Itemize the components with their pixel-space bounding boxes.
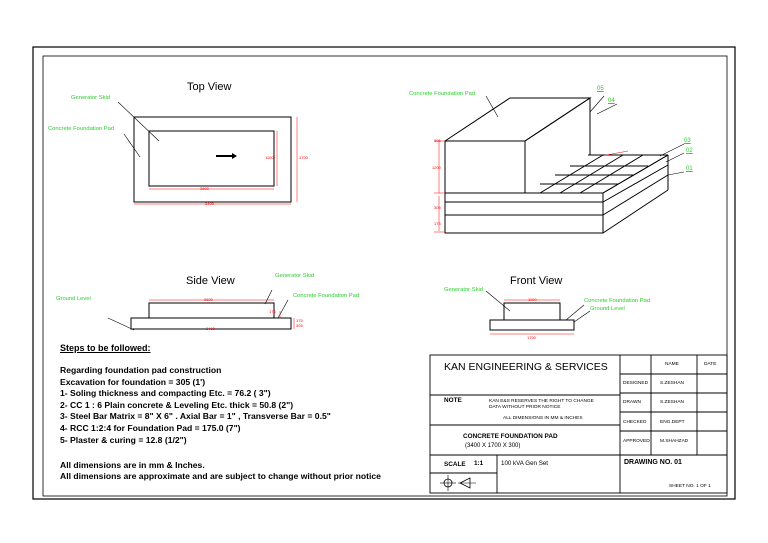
date-header: DATE (704, 362, 717, 367)
name-checked: ENG.DEPT (660, 420, 685, 425)
company-name: KAN ENGINEERING & SERVICES (444, 361, 608, 373)
inner-border (42, 55, 728, 497)
sheet-number: SHEET NO. 1 OF 1 (669, 484, 711, 489)
step-line: 5- Plaster & curing = 12.8 (1/2") (60, 434, 187, 445)
dim-top-inner-width: 2600 (200, 186, 209, 191)
dim-top-height: 1700 (299, 155, 308, 160)
label-concrete-pad-front: Concrete Foundation Pad (584, 298, 651, 304)
label-generator-skid-side: Generator Skid (275, 273, 314, 279)
project-name: 100 kVA Gen Set (501, 460, 549, 467)
scale-value: 1:1 (474, 460, 484, 467)
scale-label: SCALE (444, 461, 466, 468)
side-view-title: Side View (186, 275, 235, 287)
dim-iso-b: 1200 (432, 165, 441, 170)
dim-side-mid: 175 (269, 309, 276, 314)
footer-line: All dimensions are in mm & Inches. (60, 460, 205, 470)
iso-callout-04: 04 (608, 98, 615, 104)
dim-top-width: 3400 (205, 201, 214, 206)
title-block-frame (429, 354, 728, 494)
note-line-2: DATA WITHOUT PRIOR NOTICE (489, 405, 561, 410)
dim-front-top: 1100 (528, 297, 537, 302)
dim-iso-c: 305 (434, 205, 441, 210)
isometric-view (434, 95, 685, 234)
step-line: 4- RCC 1:2:4 for Foundation Pad = 175.0 … (60, 422, 241, 433)
front-view (485, 290, 591, 335)
role-approved: APPROVED (623, 439, 650, 444)
name-approved: M.SHAHZAD (660, 439, 689, 444)
step-line: Excavation for foundation = 305 (1') (60, 376, 206, 387)
drawing-number: DRAWING NO. 01 (624, 459, 682, 466)
note-line-3: ALL DIMENSIONS IN MM & INCHES (503, 416, 583, 421)
label-ground-level-side: Ground Level (56, 296, 91, 302)
label-ground-level-front: Ground Level (590, 306, 625, 312)
label-generator-skid-top: Generator Skid (71, 95, 110, 101)
steps-heading: Steps to be followed: (60, 343, 151, 353)
dim-front-bottom: 1700 (527, 335, 536, 340)
label-concrete-pad-iso: Concrete Foundation Pad (409, 91, 476, 97)
drawing-title: CONCRETE FOUNDATION PAD (463, 433, 558, 440)
role-drawn: DRAWN (623, 400, 641, 405)
side-view (107, 289, 295, 331)
dim-side-top: 2600 (204, 297, 213, 302)
footer-line: All dimensions are approximate and are s… (60, 471, 381, 481)
dim-side-small-b: 305 (296, 323, 303, 328)
steps-list: Regarding foundation pad construction Ex… (60, 365, 331, 446)
dim-side-small-a: 175 (296, 318, 303, 323)
outer-border (32, 46, 736, 500)
name-header: NAME (665, 362, 679, 367)
step-line: Regarding foundation pad construction (60, 365, 222, 375)
iso-callout-01: 01 (686, 166, 693, 172)
note-line-1: KAN E&S RESERVES THE RIGHT TO CHANGE (489, 399, 594, 404)
step-line: 3- Steel Bar Matrix = 8" X 6" . Axial Ba… (60, 411, 331, 422)
name-drawn: S.ZESHAN (660, 400, 684, 405)
iso-callout-05: 05 (597, 86, 604, 92)
iso-callout-03: 03 (684, 138, 691, 144)
dim-iso-a: 305 (434, 138, 441, 143)
note-label: NOTE (444, 397, 462, 404)
step-line: 2- CC 1 : 6 Plain concrete & Leveling Et… (60, 399, 294, 410)
dim-side-pad: 3400 (206, 326, 215, 331)
label-concrete-pad-side: Concrete Foundation Pad (293, 293, 360, 299)
name-designed: S.ZESHAN (660, 381, 684, 386)
step-line: 1- Soling thickness and compacting Etc. … (60, 388, 271, 399)
drawing-subtitle: (3400 X 1700 X 300) (465, 443, 521, 449)
iso-callout-02: 02 (686, 148, 693, 154)
top-view-title: Top View (187, 81, 232, 93)
label-generator-skid-front: Generator Skid (444, 287, 483, 293)
front-view-title: Front View (510, 275, 563, 287)
dim-iso-d: 175 (434, 221, 441, 226)
role-designed: DESIGNED (623, 381, 649, 386)
top-view (117, 101, 298, 205)
label-concrete-pad-top: Concrete Foundation Pad (48, 126, 115, 132)
steps-footer: All dimensions are in mm & Inches. All d… (60, 460, 381, 482)
role-checked: CHECKED (623, 420, 647, 425)
dim-top-skid-height: 1100 (265, 155, 274, 160)
